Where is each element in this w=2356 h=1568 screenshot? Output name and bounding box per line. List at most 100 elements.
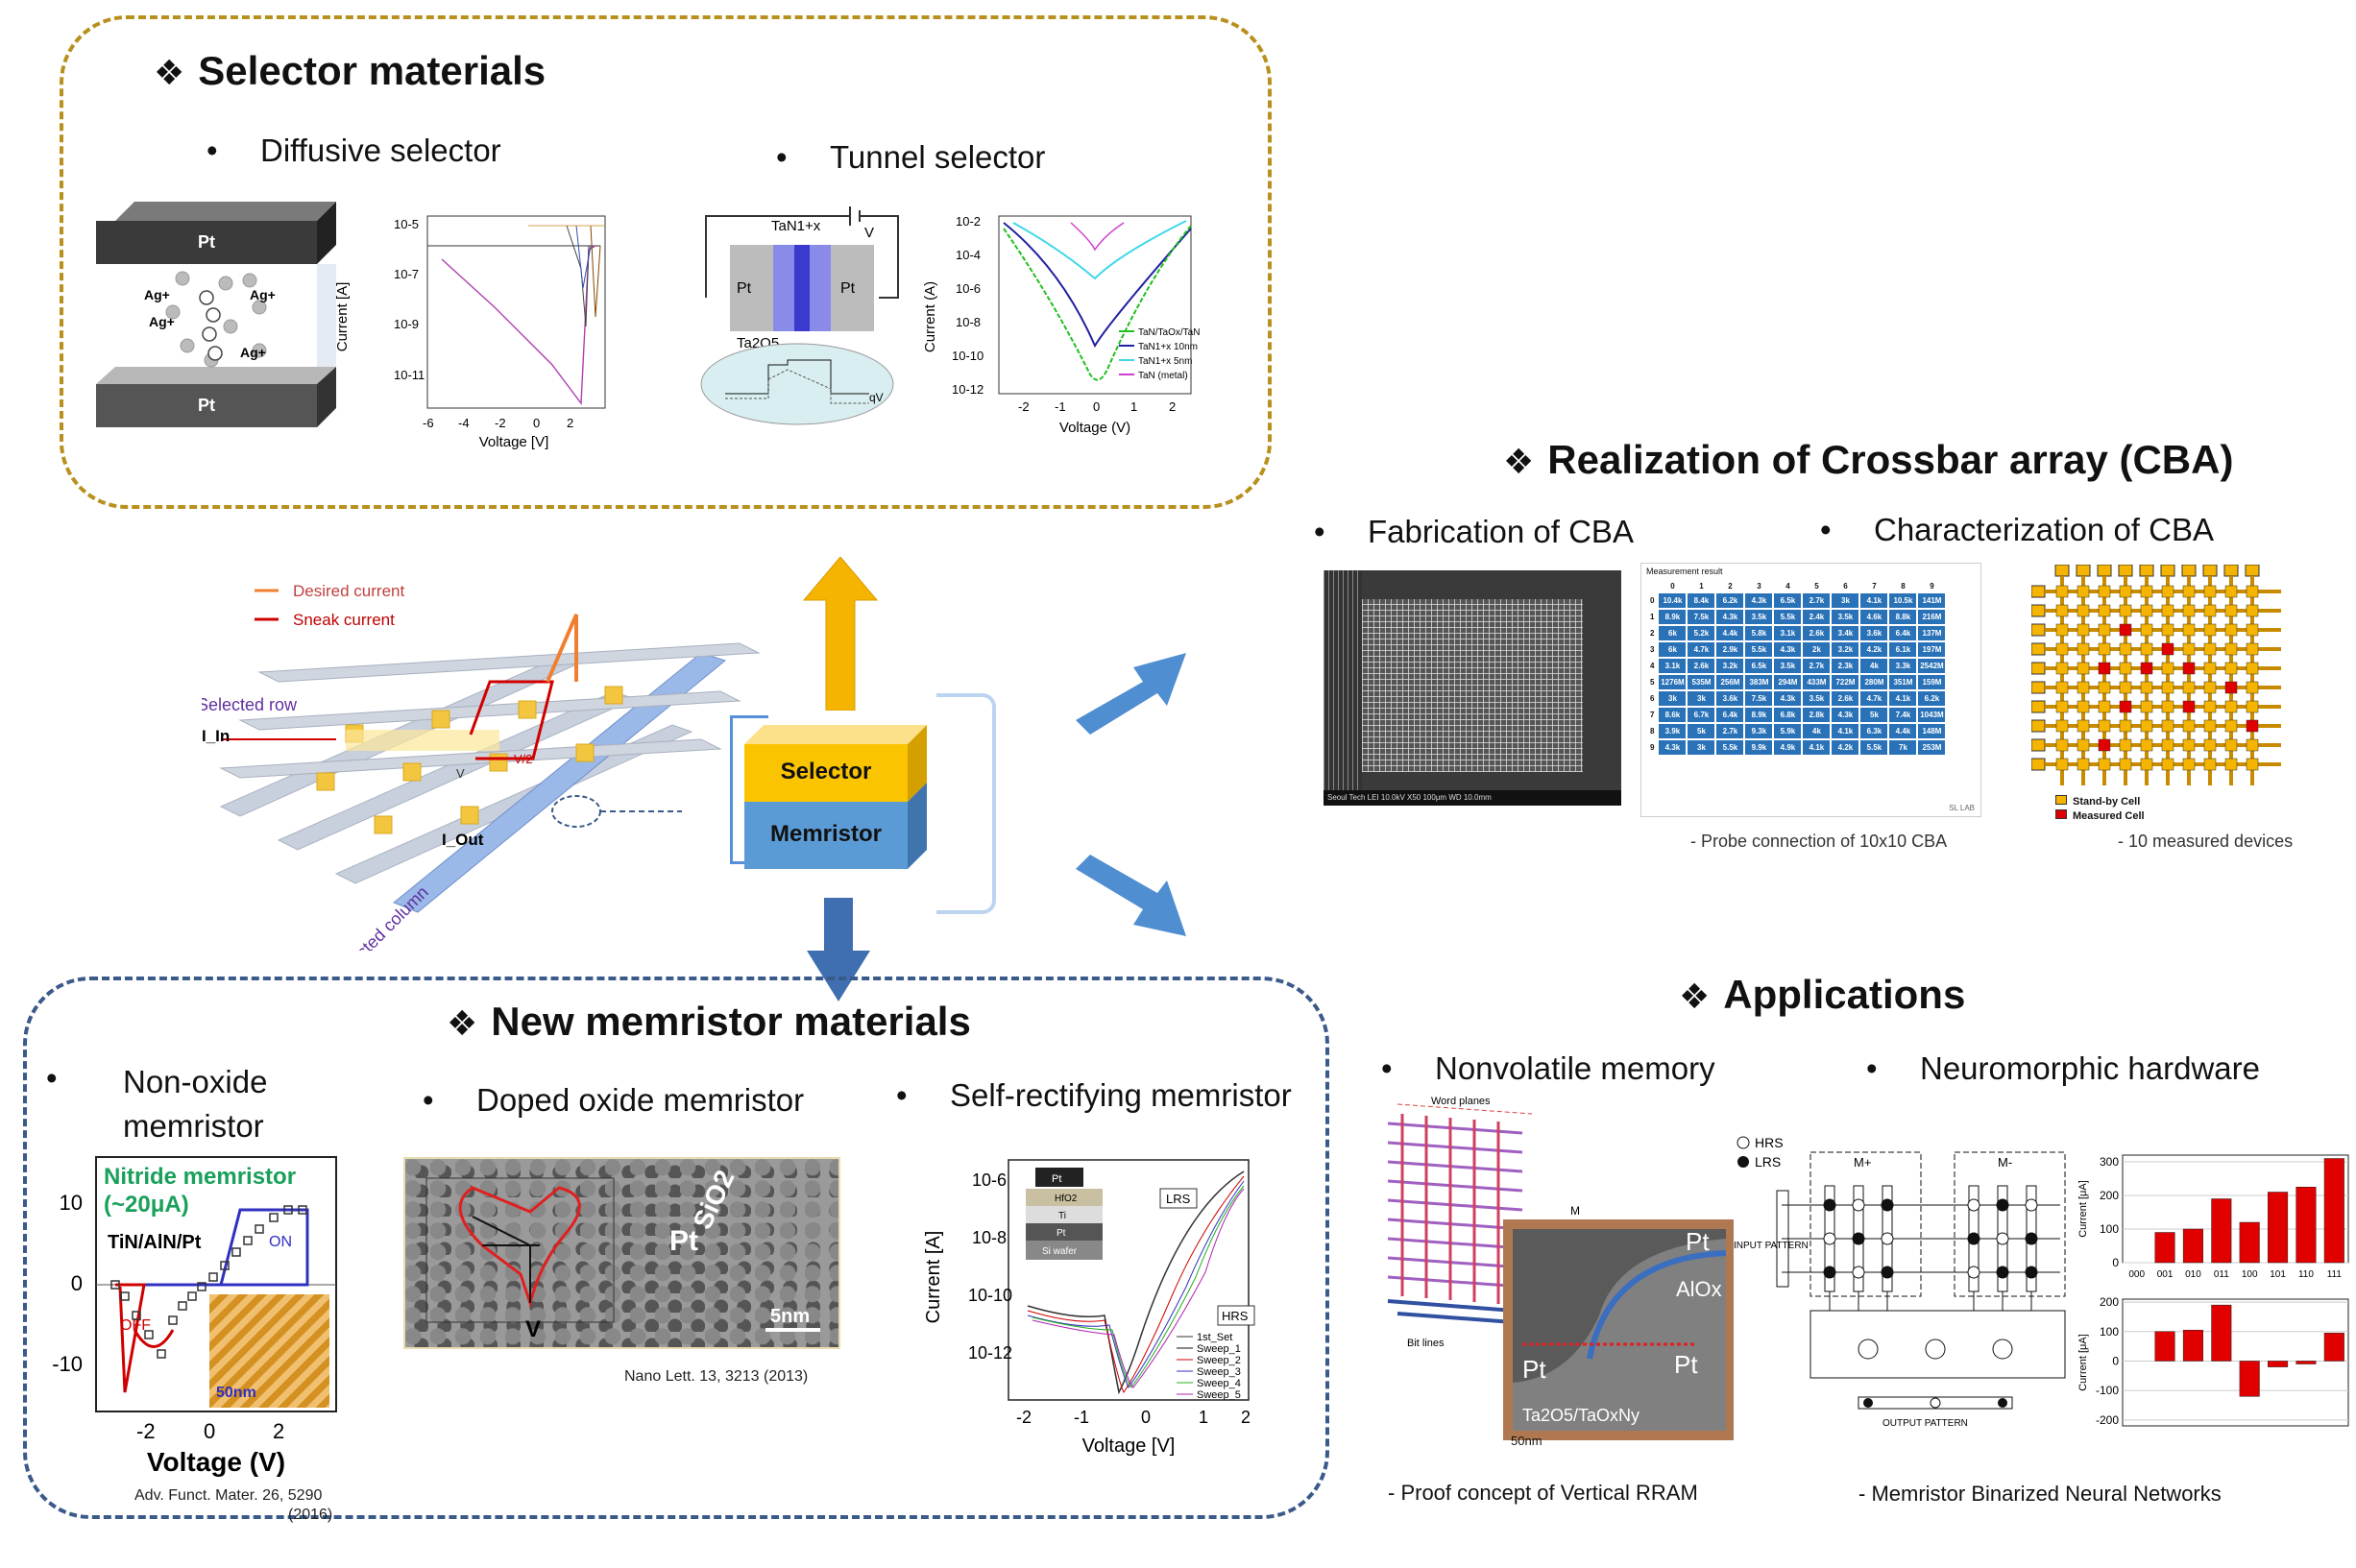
table-cell: 3.4k <box>1832 626 1859 640</box>
svg-text:Sweep_2: Sweep_2 <box>1197 1355 1241 1366</box>
svg-text:Bit lines: Bit lines <box>1407 1338 1445 1349</box>
svg-text:Selected column: Selected column <box>328 882 432 951</box>
grid-top-pad <box>2202 565 2218 577</box>
standby-cell <box>2119 758 2132 771</box>
standby-cell <box>2203 719 2217 733</box>
table-cell: 7.5k <box>1745 691 1773 706</box>
table-cell: 2.6k <box>1832 691 1859 706</box>
standby-cell <box>2224 700 2238 713</box>
memristor-cell <box>1852 1232 1865 1245</box>
memristor-cell <box>1967 1198 1980 1212</box>
table-cell: 5.5k <box>1774 610 1802 624</box>
svg-text:I_Out: I_Out <box>442 831 484 849</box>
grid-top-pad <box>2054 565 2070 577</box>
measured-cell <box>2182 700 2196 713</box>
table-cell: 294M <box>1774 675 1802 689</box>
standby-cell <box>2203 585 2217 598</box>
table-cell: 3.5k <box>1774 659 1802 673</box>
table-col-header: 2 <box>1728 582 1733 591</box>
table-cell: 6.2k <box>1716 593 1744 608</box>
table-cell: 2.7k <box>1716 724 1744 738</box>
grid-left-pad <box>2031 681 2046 694</box>
svg-text:Nitride memristor: Nitride memristor <box>104 1164 296 1190</box>
memristor-cell <box>1823 1198 1836 1212</box>
svg-text:Pt: Pt <box>1057 1228 1066 1239</box>
svg-text:Desired current: Desired current <box>293 582 404 600</box>
svg-text:10-5: 10-5 <box>394 217 419 231</box>
standby-cell <box>2224 585 2238 598</box>
table-cell: 253M <box>1918 740 1946 755</box>
iv-marker <box>144 1330 154 1339</box>
table-cell: 159M <box>1918 675 1946 689</box>
memristor-layer-label: Memristor <box>769 821 883 847</box>
svg-text:10-2: 10-2 <box>956 214 981 229</box>
table-row-header: 5 <box>1650 678 1655 687</box>
table-cell: 137M <box>1918 626 1946 640</box>
svg-text:Voltage (V): Voltage (V) <box>147 1447 285 1477</box>
grid-left-pad <box>2031 585 2046 598</box>
neuro-caption: - Memristor Binarized Neural Networks <box>1858 1482 2222 1506</box>
doped-oxide-reference: Nano Lett. 13, 3213 (2013) <box>624 1368 809 1385</box>
table-col-header: 0 <box>1670 582 1675 591</box>
bar <box>2154 1331 2175 1362</box>
grid-top-pad <box>2097 565 2112 577</box>
table-cell: 4k <box>1803 724 1831 738</box>
table-cell: 4.9k <box>1774 740 1802 755</box>
arrow-downright-icon <box>1076 855 1186 936</box>
svg-text:M+: M+ <box>1854 1155 1871 1170</box>
grid-left-pad <box>2031 700 2046 713</box>
standby-cell <box>2246 604 2259 617</box>
svg-text:(~20μA): (~20μA) <box>104 1192 189 1218</box>
measured-cell <box>2119 700 2132 713</box>
standby-cell <box>2055 642 2069 656</box>
standby-cell <box>2098 623 2111 637</box>
table-cell: 141M <box>1918 593 1946 608</box>
svg-text:0: 0 <box>533 416 540 430</box>
svg-text:Voltage [V]: Voltage [V] <box>479 434 549 450</box>
table-cell: 3k <box>1688 691 1715 706</box>
table-cell: 5k <box>1860 708 1888 722</box>
bar <box>2211 1198 2232 1264</box>
table-cell: 383M <box>1745 675 1773 689</box>
svg-text:0: 0 <box>1093 399 1100 414</box>
standby-cell <box>2098 681 2111 694</box>
svg-text:2: 2 <box>1241 1408 1251 1427</box>
table-cell: 10.4k <box>1659 593 1687 608</box>
standby-cell <box>2140 758 2153 771</box>
table-cell: 5.5k <box>1716 740 1744 755</box>
arrow-upright-icon <box>1076 653 1186 735</box>
measured-cell <box>2098 738 2111 752</box>
svg-text:Pt: Pt <box>1522 1355 1546 1384</box>
table-cell: 9.9k <box>1745 740 1773 755</box>
table-cell: 4.6k <box>1860 610 1888 624</box>
table-cell: 7.5k <box>1688 610 1715 624</box>
devices-caption: - 10 measured devices <box>2118 832 2294 851</box>
ag-ion-label-2: Ag+ <box>250 287 276 302</box>
table-cell: 4.4k <box>1889 724 1917 738</box>
standby-cell <box>2224 642 2238 656</box>
svg-text:Pt: Pt <box>669 1225 698 1257</box>
nitride-iv-plot: Nitride memristor (~20μA) TiN/AlN/Pt OFF… <box>52 1156 337 1477</box>
x-tick-label: 111 <box>2327 1269 2343 1280</box>
vrram-caption: - Proof concept of Vertical RRAM <box>1388 1481 1698 1505</box>
standby-cell <box>2077 642 2090 656</box>
svg-text:M: M <box>1570 1204 1580 1218</box>
table-cell: 6.8k <box>1774 708 1802 722</box>
standby-cell <box>2055 585 2069 598</box>
bracket-right <box>936 693 996 914</box>
y-axis-label: Current [μA] <box>2077 1180 2089 1238</box>
table-cell: 4.3k <box>1659 740 1687 755</box>
svg-text:Ta2O5/TaOxNy: Ta2O5/TaOxNy <box>1522 1406 1639 1425</box>
grid-left-pad <box>2031 642 2046 656</box>
table-cell: 1043M <box>1918 708 1946 722</box>
standby-cell <box>2246 642 2259 656</box>
svg-text:10-12: 10-12 <box>968 1343 1012 1363</box>
table-cell: 4k <box>1860 659 1888 673</box>
standby-cell <box>2140 719 2153 733</box>
bar <box>2211 1304 2232 1362</box>
iv-marker <box>298 1205 307 1215</box>
table-cell: 8.6k <box>1659 708 1687 722</box>
svg-text:2: 2 <box>1169 399 1176 414</box>
